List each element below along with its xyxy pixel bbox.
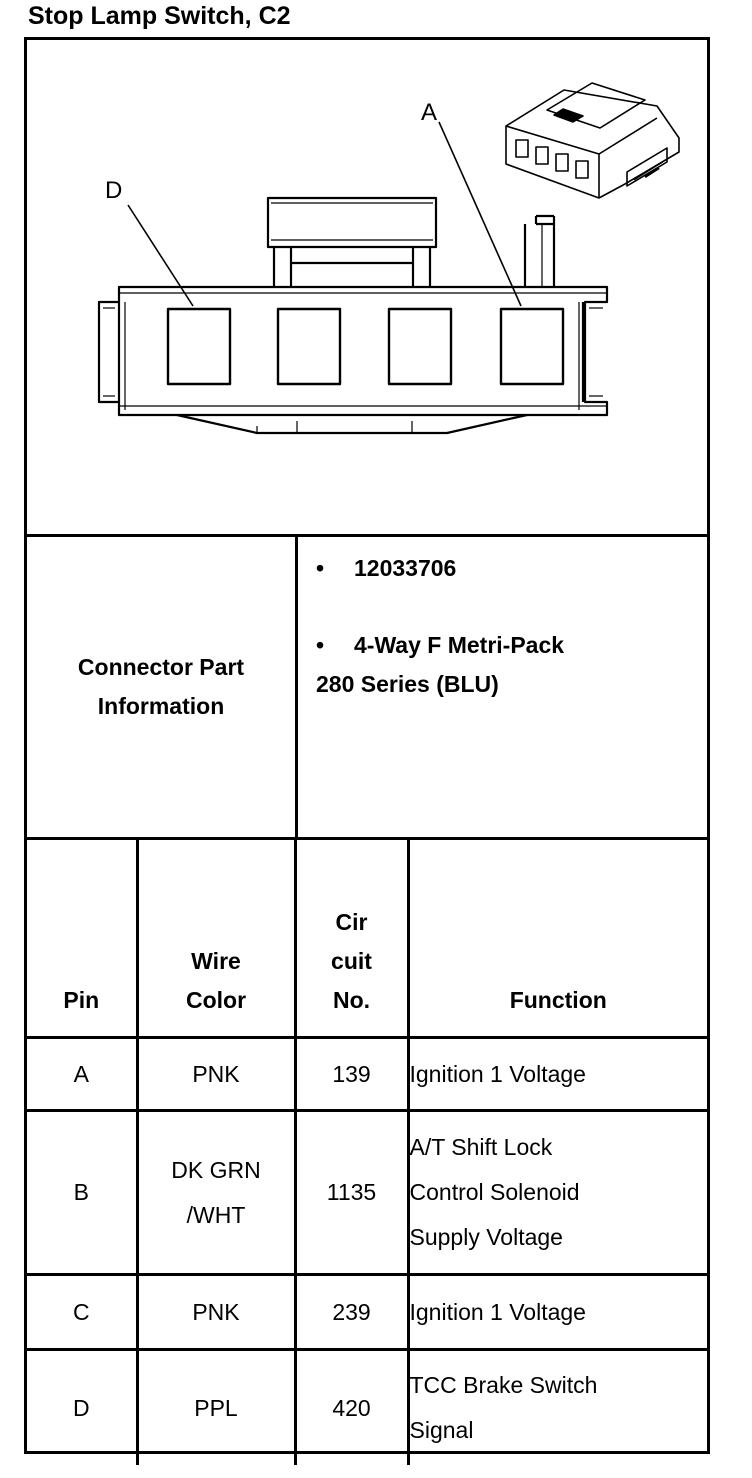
connector-info-label-line2: Information — [97, 693, 225, 719]
table-row: B DK GRN /WHT 1135 A/T Shift Lock Contro… — [27, 1109, 707, 1276]
table-row: A PNK 139 Ignition 1 Voltage — [27, 1036, 707, 1112]
cavity-d — [166, 307, 232, 386]
wire-color-cell: DK GRN /WHT — [135, 1109, 297, 1276]
wire-color-cell: PNK — [135, 1273, 297, 1351]
cavity-a — [499, 307, 565, 386]
function-cell: TCC Brake Switch Signal — [406, 1348, 707, 1465]
connector-info-label: Connector Part Information — [41, 648, 281, 726]
circuit-cell: 139 — [293, 1036, 410, 1112]
pinout-header-row: Pin Wire Color Cir cuit No. Function — [27, 840, 707, 1039]
bullet-icon: • — [316, 555, 325, 581]
bullet-icon: • — [316, 632, 325, 658]
callout-label-a: A — [421, 99, 437, 126]
connector-sheet: D A Connector Part Information • 1203370… — [24, 37, 710, 1465]
connector-latch — [266, 196, 438, 287]
table-row: C PNK 239 Ignition 1 Voltage — [27, 1273, 707, 1351]
circuit-cell: 420 — [293, 1348, 410, 1465]
connector-info-label-cell: Connector Part Information — [27, 537, 298, 840]
header-pin: Pin — [27, 840, 139, 1039]
connector-face-diagram: D A — [97, 82, 680, 435]
header-circuit-number: Cir cuit No. — [293, 840, 410, 1039]
part-number: 12033706 — [354, 555, 457, 581]
connector-info-cell: • 12033706 • 4-Way F Metri-Pack 280 Seri… — [298, 537, 707, 840]
wire-color-cell: PPL — [135, 1348, 297, 1465]
callout-label-d: D — [105, 177, 122, 204]
connector-info-label-line1: Connector Part — [77, 654, 245, 680]
callout-leader-a — [438, 121, 522, 307]
table-row: D PPL 420 TCC Brake Switch Signal — [27, 1348, 707, 1465]
header-wire-color: Wire Color — [135, 840, 297, 1039]
function-cell: A/T Shift Lock Control Solenoid Supply V… — [406, 1109, 707, 1276]
page-title: Stop Lamp Switch, C2 — [28, 2, 291, 30]
circuit-cell: 239 — [293, 1273, 410, 1351]
cavity-b — [387, 307, 453, 386]
connector-thumbnail — [505, 82, 680, 199]
circuit-cell: 1135 — [293, 1109, 410, 1276]
pin-cell: A — [27, 1036, 139, 1112]
pinout-table: Pin Wire Color Cir cuit No. Function A P… — [27, 840, 707, 1465]
header-function: Function — [406, 840, 707, 1039]
callout-leader-d — [127, 204, 194, 307]
connector-description-line2: 280 Series (BLU) — [316, 671, 499, 697]
connector-drawing: D A — [27, 40, 707, 537]
function-cell: Ignition 1 Voltage — [406, 1036, 707, 1112]
pin-cell: B — [27, 1109, 139, 1276]
pin-cell: D — [27, 1348, 139, 1465]
pin-cell: C — [27, 1273, 139, 1351]
wire-color-cell: PNK — [135, 1036, 297, 1112]
function-cell: Ignition 1 Voltage — [406, 1273, 707, 1351]
pin-cavities — [166, 307, 565, 386]
connector-description-line1: 4-Way F Metri-Pack — [354, 632, 565, 658]
cavity-c — [276, 307, 342, 386]
